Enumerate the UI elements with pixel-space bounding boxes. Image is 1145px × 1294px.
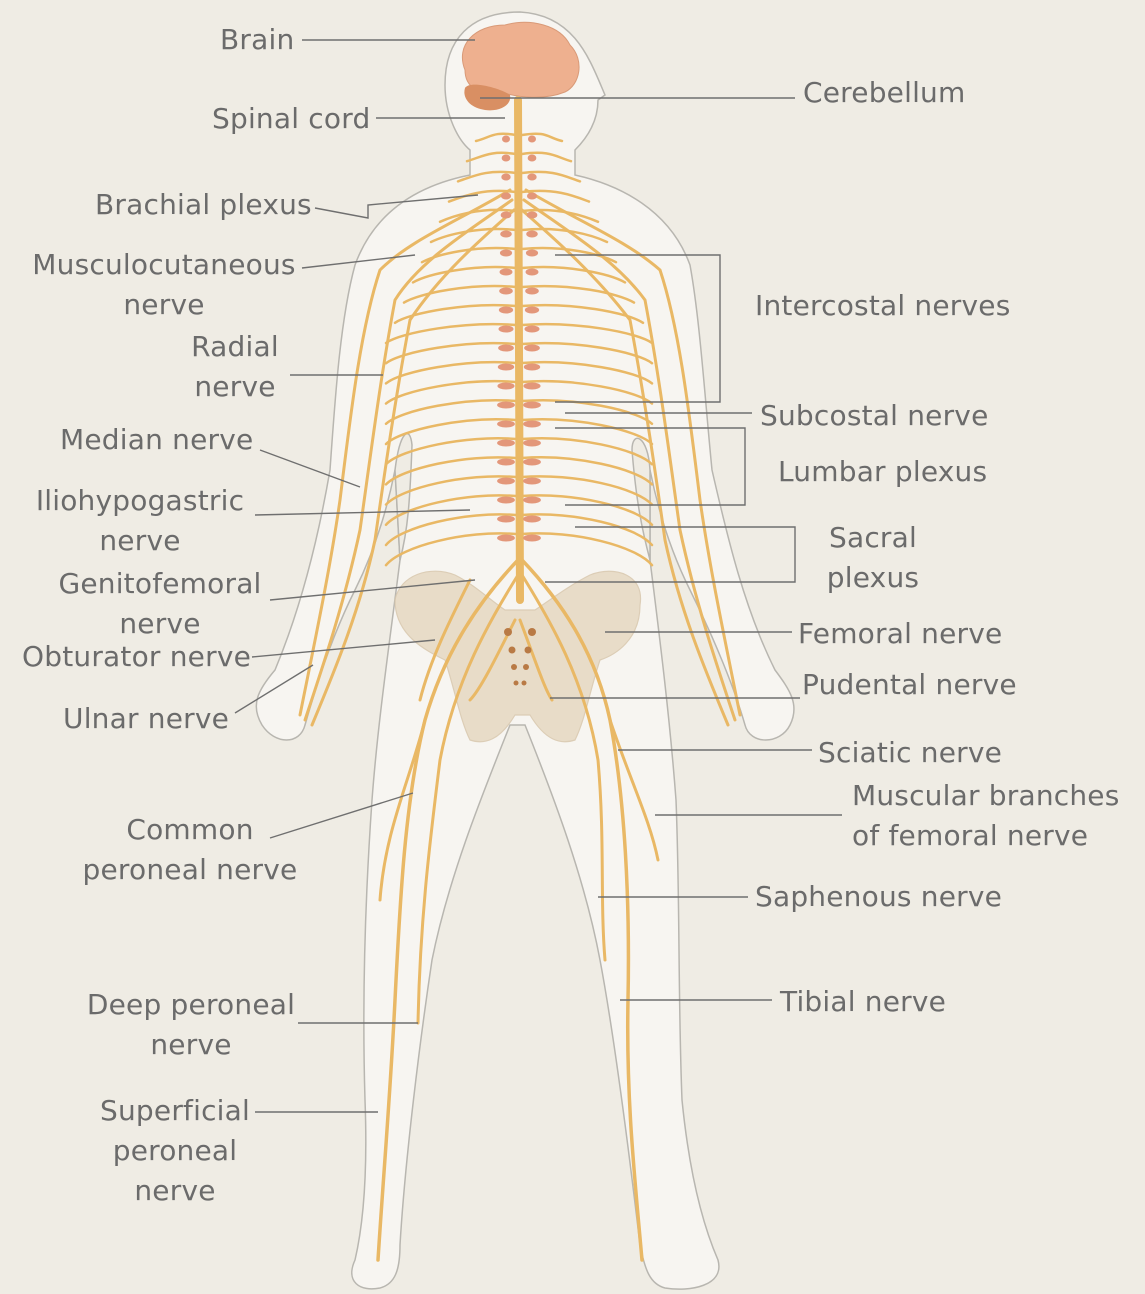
- vertebra-mark: [526, 231, 538, 238]
- label-sacral-plexus: Sacral plexus: [822, 518, 924, 598]
- label-deep-peroneal-line2: nerve: [84, 1025, 298, 1065]
- vertebra-mark: [523, 516, 541, 523]
- vertebra-mark: [523, 459, 541, 466]
- vertebra-mark: [499, 326, 514, 333]
- label-intercostal: Intercostal nerves: [755, 286, 1011, 326]
- vertebra-mark: [525, 288, 539, 295]
- label-radial-line2: nerve: [180, 367, 290, 407]
- label-superficial-line1: Superficial: [95, 1091, 255, 1131]
- vertebra-mark: [525, 326, 540, 333]
- label-pudental: Pudental nerve: [802, 665, 1017, 705]
- vertebra-mark: [523, 402, 541, 409]
- label-cerebellum: Cerebellum: [803, 73, 965, 113]
- vertebra-mark: [497, 516, 515, 523]
- vertebra-mark: [497, 402, 515, 409]
- label-spinal-cord: Spinal cord: [212, 99, 370, 139]
- vertebra-mark: [498, 345, 514, 352]
- label-radial: Radial nerve: [180, 327, 290, 407]
- vertebra-mark: [500, 269, 513, 276]
- label-brain: Brain: [220, 20, 294, 60]
- vertebra-mark: [526, 250, 538, 257]
- label-genitofemoral: Genitofemoral nerve: [55, 564, 265, 644]
- vertebra-mark: [524, 345, 540, 352]
- vertebra-mark: [523, 383, 540, 390]
- label-median: Median nerve: [60, 420, 253, 460]
- vertebra-mark: [528, 136, 536, 143]
- label-brachial-plexus: Brachial plexus: [95, 185, 312, 225]
- vertebra-mark: [497, 459, 515, 466]
- label-iliohypogastric: Iliohypogastric nerve: [34, 481, 246, 561]
- vertebra-mark: [526, 269, 539, 276]
- vertebra-mark: [497, 535, 515, 542]
- label-radial-line1: Radial: [180, 327, 290, 367]
- label-deep-peroneal: Deep peroneal nerve: [84, 985, 298, 1065]
- vertebra-mark: [499, 307, 513, 314]
- spinal-cord: [518, 100, 520, 600]
- label-common-peroneal: Common peroneal nerve: [82, 810, 298, 890]
- label-deep-peroneal-line1: Deep peroneal: [84, 985, 298, 1025]
- label-iliohypogastric-line1: Iliohypogastric: [34, 481, 246, 521]
- vertebra-mark: [501, 212, 512, 219]
- label-genitofemoral-line1: Genitofemoral: [55, 564, 265, 604]
- vertebra-mark: [528, 155, 537, 162]
- vertebra-mark: [497, 497, 515, 504]
- vertebra-mark: [502, 136, 510, 143]
- label-superficial-line2: peroneal: [95, 1131, 255, 1171]
- label-obturator: Obturator nerve: [22, 637, 251, 677]
- label-superficial-peroneal: Superficial peroneal nerve: [95, 1091, 255, 1211]
- vertebra-mark: [497, 421, 515, 428]
- label-musculocutaneous-line1: Musculocutaneous: [30, 245, 298, 285]
- vertebra-mark: [500, 231, 512, 238]
- vertebra-mark: [524, 364, 540, 371]
- label-lumbar-plexus: Lumbar plexus: [778, 452, 987, 492]
- label-femoral: Femoral nerve: [798, 614, 1002, 654]
- vertebra-mark: [499, 288, 513, 295]
- vertebra-mark: [497, 478, 515, 485]
- label-musculocutaneous: Musculocutaneous nerve: [30, 245, 298, 325]
- vertebra-mark: [525, 307, 539, 314]
- label-muscular-branches: Muscular branches of femoral nerve: [852, 776, 1120, 856]
- vertebra-mark: [523, 478, 541, 485]
- label-saphenous: Saphenous nerve: [755, 877, 1002, 917]
- vertebra-mark: [497, 383, 514, 390]
- vertebra-mark: [502, 155, 511, 162]
- vertebra-mark: [527, 212, 538, 219]
- vertebra-mark: [500, 250, 512, 257]
- vertebra-mark: [498, 364, 514, 371]
- label-common-peroneal-line2: peroneal nerve: [82, 850, 298, 890]
- vertebra-mark: [501, 174, 510, 181]
- label-sacral-line1: Sacral: [822, 518, 924, 558]
- vertebra-mark: [497, 440, 515, 447]
- label-tibial: Tibial nerve: [780, 982, 946, 1022]
- label-muscular-line1: Muscular branches: [852, 776, 1120, 816]
- label-superficial-line3: nerve: [95, 1171, 255, 1211]
- vertebra-mark: [523, 440, 541, 447]
- vertebra-mark: [523, 497, 541, 504]
- label-iliohypogastric-line2: nerve: [34, 521, 246, 561]
- label-ulnar: Ulnar nerve: [63, 699, 229, 739]
- label-musculocutaneous-line2: nerve: [30, 285, 298, 325]
- label-common-peroneal-line1: Common: [82, 810, 298, 850]
- label-subcostal: Subcostal nerve: [760, 396, 989, 436]
- label-sciatic: Sciatic nerve: [818, 733, 1002, 773]
- vertebra-mark: [501, 193, 511, 200]
- vertebra-mark: [527, 193, 537, 200]
- label-muscular-line2: of femoral nerve: [852, 816, 1120, 856]
- vertebra-mark: [523, 421, 541, 428]
- label-sacral-line2: plexus: [822, 558, 924, 598]
- vertebra-mark: [527, 174, 536, 181]
- vertebra-mark: [523, 535, 541, 542]
